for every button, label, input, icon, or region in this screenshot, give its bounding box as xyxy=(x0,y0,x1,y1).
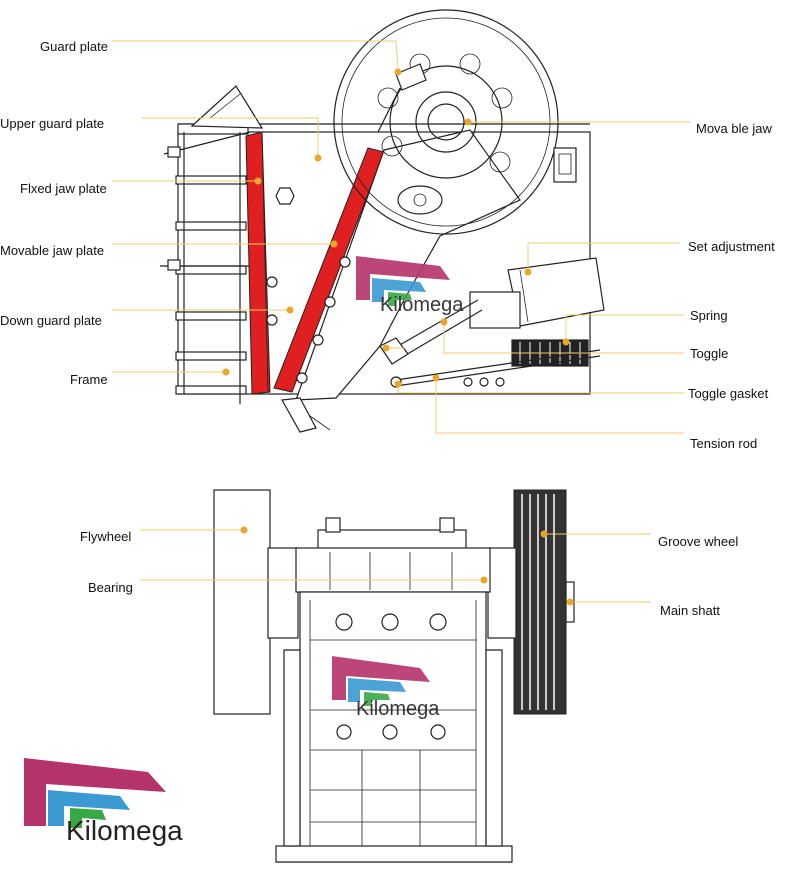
watermark-logo-corner: Kilomega xyxy=(24,758,183,846)
label-down-guard-plate: Down guard plate xyxy=(0,313,102,328)
watermark-logo-middle: Kilomega xyxy=(332,656,440,720)
movable-jaw-plate-shape xyxy=(273,147,385,393)
label-toggle: Toggle xyxy=(690,346,728,361)
label-fixed-jaw-plate: Flxed jaw plate xyxy=(20,181,107,196)
watermark-middle-text: Kilomega xyxy=(356,698,440,720)
flywheel-front xyxy=(213,489,271,715)
label-flywheel: Flywheel xyxy=(80,529,131,544)
label-upper-guard-plate: Upper guard plate xyxy=(0,116,104,131)
watermark-corner-text: Kilomega xyxy=(66,815,183,846)
label-bearing: Bearing xyxy=(88,580,133,595)
front-view-drawing xyxy=(213,489,575,863)
label-groove-wheel: Groove wheel xyxy=(658,534,738,549)
groove-wheel-front xyxy=(513,489,575,715)
label-movable-jaw-plate: Movable jaw plate xyxy=(0,243,104,258)
label-toggle-gasket: Toggle gasket xyxy=(688,386,769,401)
labels: Guard plate Upper guard plate Flxed jaw … xyxy=(0,39,775,618)
label-frame: Frame xyxy=(70,372,108,387)
label-guard-plate: Guard plate xyxy=(40,39,108,54)
watermark-top-text: Kilomega xyxy=(380,294,464,316)
side-view-drawing xyxy=(160,9,605,433)
label-set-adjustment: Set adjustment xyxy=(688,239,775,254)
label-movable-jaw: Mova ble jaw xyxy=(696,121,772,136)
label-spring: Spring xyxy=(690,308,728,323)
fixed-jaw-plate-shape xyxy=(245,131,271,395)
watermark-logo-top: Kilomega xyxy=(356,256,464,316)
leader-lines xyxy=(112,40,690,606)
label-main-shaft: Main shatt xyxy=(660,603,720,618)
label-tension-rod: Tension rod xyxy=(690,436,757,451)
